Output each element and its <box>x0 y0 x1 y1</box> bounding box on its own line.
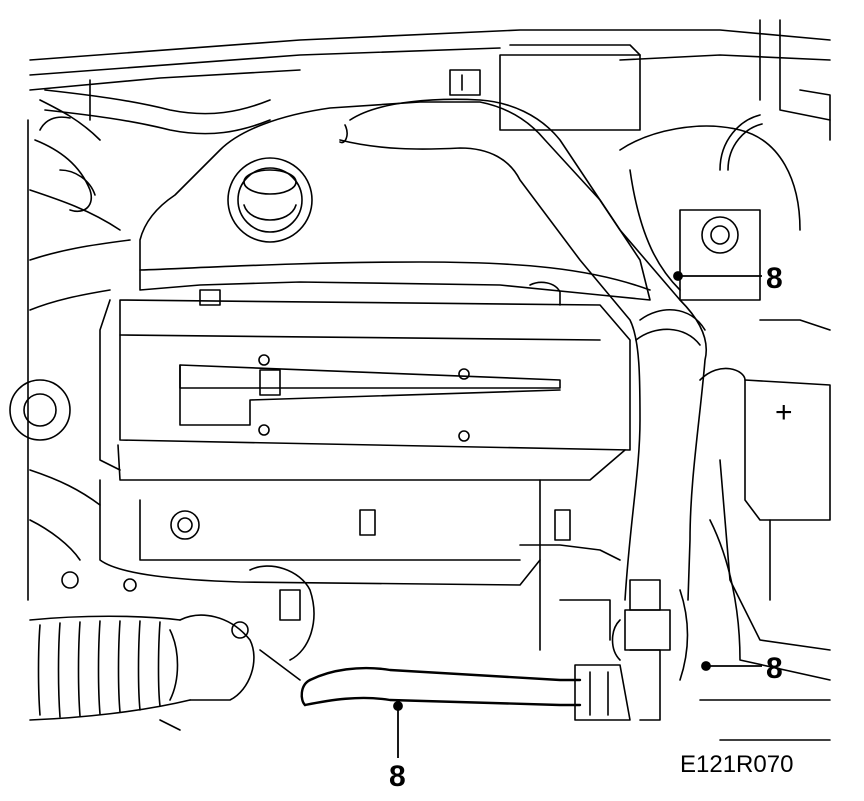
throttle-body <box>159 565 315 731</box>
right-fender <box>699 459 831 741</box>
corrugated-tube <box>29 614 255 721</box>
bay-outline <box>9 29 831 601</box>
connector-cluster <box>611 579 689 681</box>
battery <box>699 367 831 601</box>
callout-number-right: 8 <box>766 652 783 685</box>
figure-code: E121R070 <box>680 751 793 778</box>
reservoir <box>449 44 641 131</box>
lower-hose <box>300 649 661 721</box>
callout-number-top-right: 8 <box>766 262 783 295</box>
engine-block <box>61 479 621 651</box>
callout-number-bottom: 8 <box>389 760 406 793</box>
brake-booster <box>619 19 831 331</box>
valve-cover <box>99 281 631 481</box>
engine-cover <box>139 101 651 301</box>
air-intake-hose <box>339 98 707 601</box>
upper-left-hose <box>44 79 271 135</box>
battery-terminal-symbol: + <box>775 396 793 429</box>
